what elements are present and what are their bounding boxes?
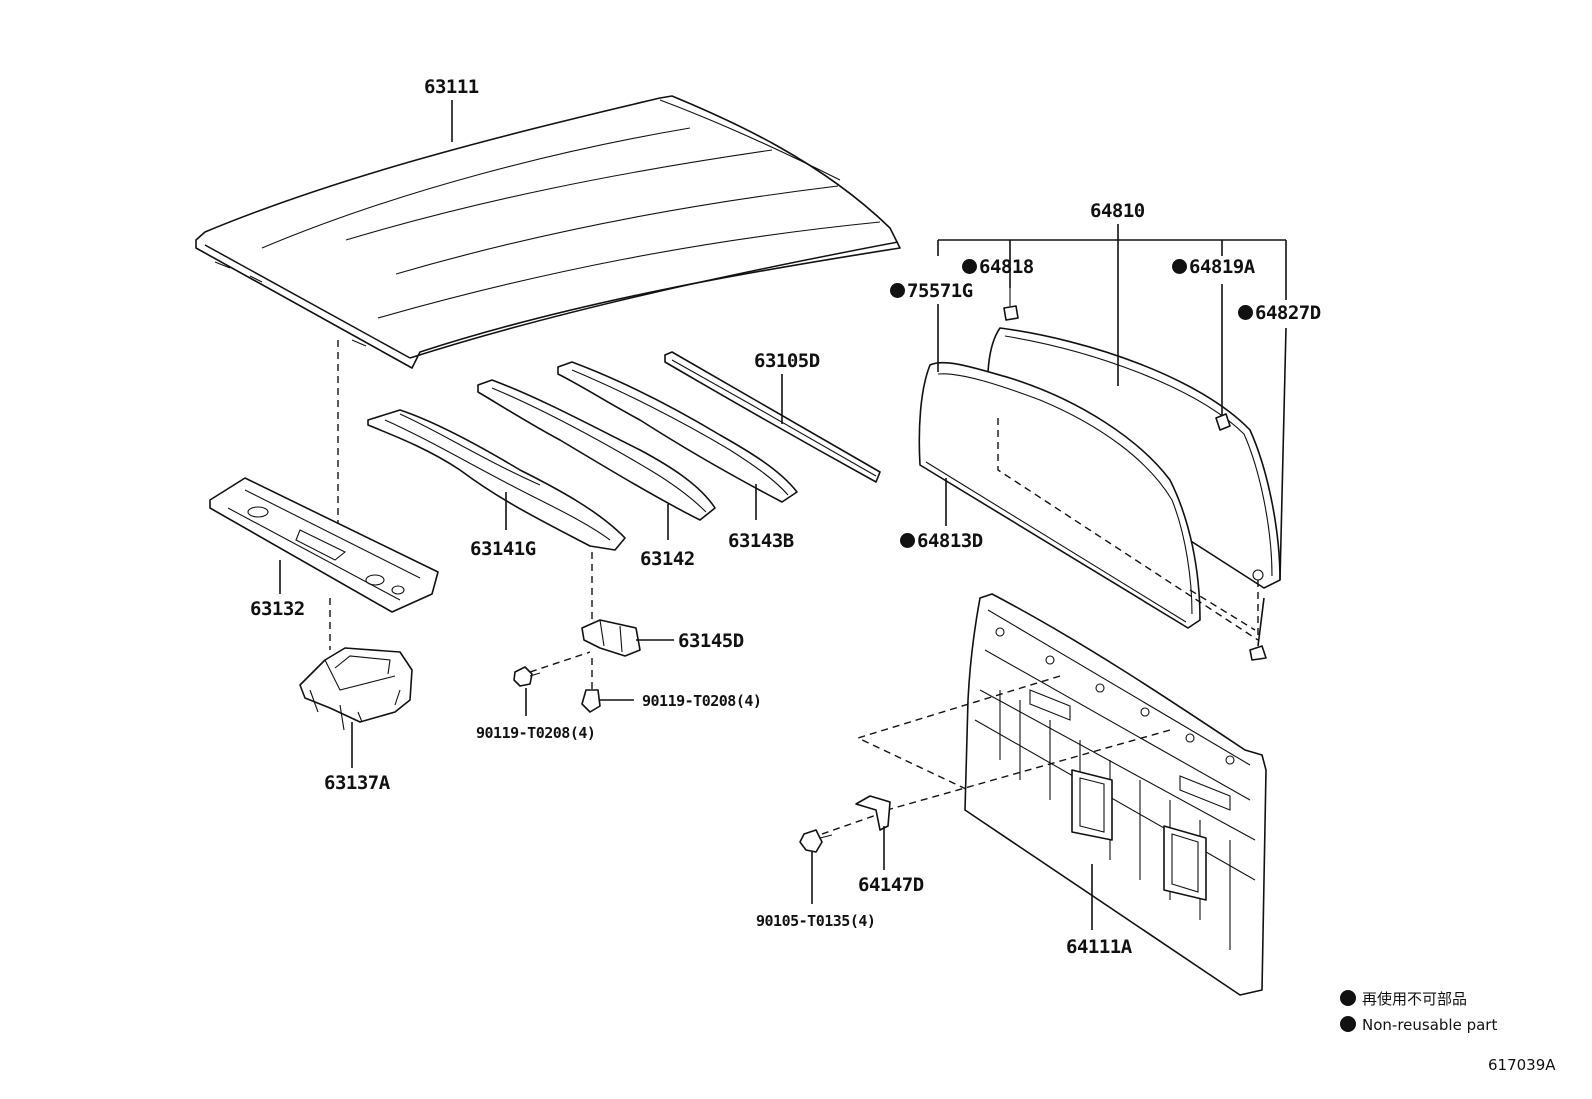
part-label-63141g: 63141G [470,538,536,560]
roof-bracket-shape [299,647,413,731]
roof-bow-63105d-shape [664,351,881,483]
bow-bracket-shape [581,619,641,657]
bolt-90105 [799,829,833,853]
part-number-text: 64813D [917,530,983,552]
leader-lines [279,100,1287,930]
panel-bracket-shape [855,795,891,831]
part-label-90105: 90105-T0135(4) [756,912,876,930]
part-label-63105d: 63105D [754,350,820,372]
non-reusable-marker-icon [1172,259,1187,274]
part-label-63132: 63132 [250,598,305,620]
part-label-90119-right: 90119-T0208(4) [642,692,762,710]
illustration-code: 617039A [1488,1056,1556,1074]
non-reusable-marker-icon [1340,990,1356,1006]
part-label-75571g: 75571G [890,282,973,301]
roof-bow-63143b-shape [557,361,798,503]
part-label-64818: 64818 [962,258,1034,277]
front-header-shape [209,477,439,613]
non-reusable-marker-icon [890,283,905,298]
legend-line-japanese: 再使用不可部品 [1340,990,1467,1007]
non-reusable-marker-icon [1238,305,1253,320]
panel-dashline-3 [821,811,886,835]
part-label-64810: 64810 [1090,200,1145,222]
weatherstrip-shape [918,361,1201,629]
part-label-63142: 63142 [640,548,695,570]
part-label-64111a: 64111A [1066,936,1132,958]
back-panel-shape [964,593,1267,996]
part-label-64827d: 64827D [1238,304,1321,323]
legend-text: Non-reusable part [1362,1016,1498,1034]
glass-dashline-2 [1189,589,1256,631]
part-label-63111: 63111 [424,76,479,98]
part-label-63143b: 63143B [728,530,794,552]
part-number-text: 75571G [907,280,973,302]
part-label-90119-left: 90119-T0208(4) [476,724,596,742]
part-label-64819a: 64819A [1172,258,1255,277]
roof-bow-63142-shape [477,379,716,521]
bolt-90119-lower [581,658,601,713]
part-label-63145d: 63145D [678,630,744,652]
part-number-text: 64818 [979,256,1034,278]
part-number-text: 64819A [1189,256,1255,278]
bolt-90119-upper [513,651,591,687]
clip-64818 [1003,288,1019,321]
legend-line-english: Non-reusable part [1340,1016,1497,1033]
non-reusable-marker-icon [1340,1016,1356,1032]
non-reusable-marker-icon [900,533,915,548]
glass-dashline-1 [997,418,1259,641]
panel-dashline-1 [856,675,1061,791]
part-number-text: 64827D [1255,302,1321,324]
non-reusable-marker-icon [962,259,977,274]
panel-dashline-2 [879,729,1171,813]
part-label-63137a: 63137A [324,772,390,794]
legend-text: 再使用不可部品 [1362,990,1468,1008]
roof-panel-shape [195,95,901,369]
clip-64827d [1249,645,1267,661]
part-label-64147d: 64147D [858,874,924,896]
roof-bow-63141g-shape [367,409,626,551]
part-label-64813d: 64813D [900,532,983,551]
